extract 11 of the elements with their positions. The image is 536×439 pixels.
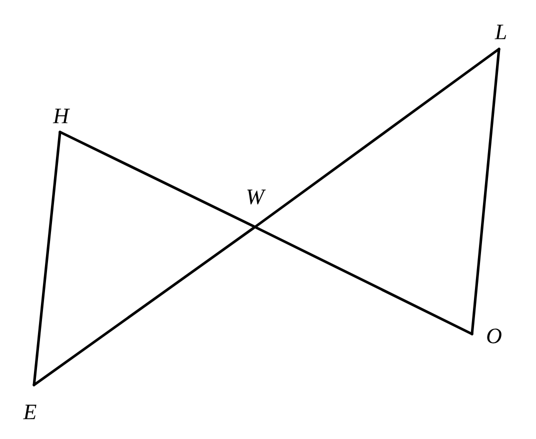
vertex-label: O xyxy=(487,328,502,344)
line-segment xyxy=(32,226,256,386)
line-segment xyxy=(32,130,62,386)
line-segment xyxy=(254,226,474,336)
line-segment xyxy=(58,130,256,228)
line-segment xyxy=(254,48,500,228)
line-segment xyxy=(470,48,500,336)
vertex-label: W xyxy=(247,190,266,204)
vertex-label: H xyxy=(52,108,70,124)
vertex-label: L xyxy=(494,24,506,40)
vertex-label: E xyxy=(23,404,36,420)
